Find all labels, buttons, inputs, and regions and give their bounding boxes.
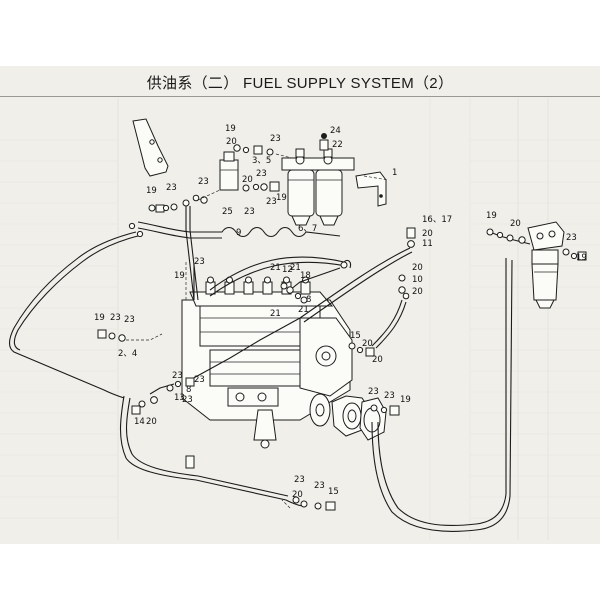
callout-23-c: 23 — [198, 177, 209, 187]
callout-6-7: 6、7 — [298, 224, 317, 234]
callout-23-p: 23 — [194, 257, 205, 267]
callout-20-top: 20 — [226, 137, 237, 147]
callout-23-q: 23 — [172, 371, 183, 381]
fittings-left — [97, 222, 348, 469]
callout-23-r: 23 — [194, 375, 205, 385]
callout-19-top: 19 — [225, 124, 236, 134]
callout-19-left: 19 — [146, 186, 157, 196]
callout-23-s: 23 — [182, 395, 193, 405]
callout-20-s: 20 — [146, 417, 157, 427]
pump-outlet — [207, 276, 214, 284]
callout-23-w: 23 — [314, 481, 325, 491]
callout-9: 9 — [236, 228, 241, 238]
callout-21-a: 21 — [270, 263, 281, 273]
callout-labels: 19 20 23 3、5 23 24 22 6、7 1 23 20 25 23 … — [94, 124, 587, 500]
callout-22: 22 — [332, 140, 343, 150]
callout-19-r: 19 — [486, 211, 497, 221]
callout-20-rr: 20 — [510, 219, 521, 229]
callout-19-l: 19 — [94, 313, 105, 323]
callout-8-b: 8 — [186, 385, 191, 395]
pump-outlet — [264, 276, 271, 284]
callout-19-rr: 19 — [576, 253, 587, 263]
callout-23-b: 23 — [256, 169, 267, 179]
callout-20-m: 20 — [412, 263, 423, 273]
fittings-right — [292, 227, 587, 511]
callout-20-r: 20 — [422, 229, 433, 239]
pump-barrel — [300, 281, 311, 295]
callout-1: 1 — [392, 168, 397, 178]
secondary-fuel-filter — [527, 221, 565, 309]
pump-outlet — [245, 276, 252, 284]
callout-23-t: 23 — [368, 387, 379, 397]
title-divider — [0, 96, 600, 97]
callout-8: 8 — [306, 295, 311, 305]
callout-23-left: 23 — [166, 183, 177, 193]
drive-coupling — [309, 393, 387, 441]
callout-18: 18 — [300, 271, 311, 281]
callout-21-d: 21 — [298, 305, 309, 315]
callout-23-l2: 23 — [124, 315, 135, 325]
pump-outlet — [283, 276, 290, 284]
callout-20-p: 20 — [362, 339, 373, 349]
callout-12: 12 — [282, 265, 293, 275]
callout-25: 25 — [222, 207, 233, 217]
callout-21-b: 21 — [290, 263, 301, 273]
callout-23-v: 23 — [294, 475, 305, 485]
callout-23-top: 23 — [270, 134, 281, 144]
leader-lines — [126, 153, 389, 509]
callout-3-5: 3、5 — [252, 156, 271, 166]
callout-20-n: 20 — [412, 287, 423, 297]
callout-23-d: 23 — [244, 207, 255, 217]
callout-10: 10 — [412, 275, 423, 285]
mounting-bracket-left — [132, 118, 169, 177]
callout-20-w: 20 — [292, 490, 303, 500]
pump-barrel — [205, 281, 216, 295]
callout-15-m: 15 — [350, 331, 361, 341]
callout-20-q: 20 — [372, 355, 383, 365]
callout-24: 24 — [330, 126, 341, 136]
filter-bracket — [355, 171, 387, 207]
callout-23-u: 23 — [384, 391, 395, 401]
callout-16-17: 16、17 — [422, 215, 452, 225]
callout-23-rr: 23 — [566, 233, 577, 243]
callout-19-p: 19 — [174, 271, 185, 281]
callout-15-b: 15 — [328, 487, 339, 497]
callout-14: 14 — [134, 417, 145, 427]
solenoid-valve — [219, 151, 239, 191]
callout-23-l: 23 — [110, 313, 121, 323]
fuel-filter-assembly — [281, 148, 355, 226]
callout-2-4: 2、4 — [118, 349, 137, 359]
fuel-lines — [8, 206, 531, 532]
callout-13: 13 — [174, 393, 185, 403]
callout-19-t: 19 — [400, 395, 411, 405]
page-title: 供油系（二） FUEL SUPPLY SYSTEM（2） — [146, 75, 454, 92]
callout-23-e: 23 — [266, 197, 277, 207]
callout-21-c: 21 — [270, 309, 281, 319]
pump-barrel — [262, 281, 273, 295]
callout-20-c: 20 — [242, 175, 253, 185]
pump-barrel — [243, 281, 254, 295]
callout-19-e: 19 — [276, 193, 287, 203]
callout-11: 11 — [422, 239, 433, 249]
